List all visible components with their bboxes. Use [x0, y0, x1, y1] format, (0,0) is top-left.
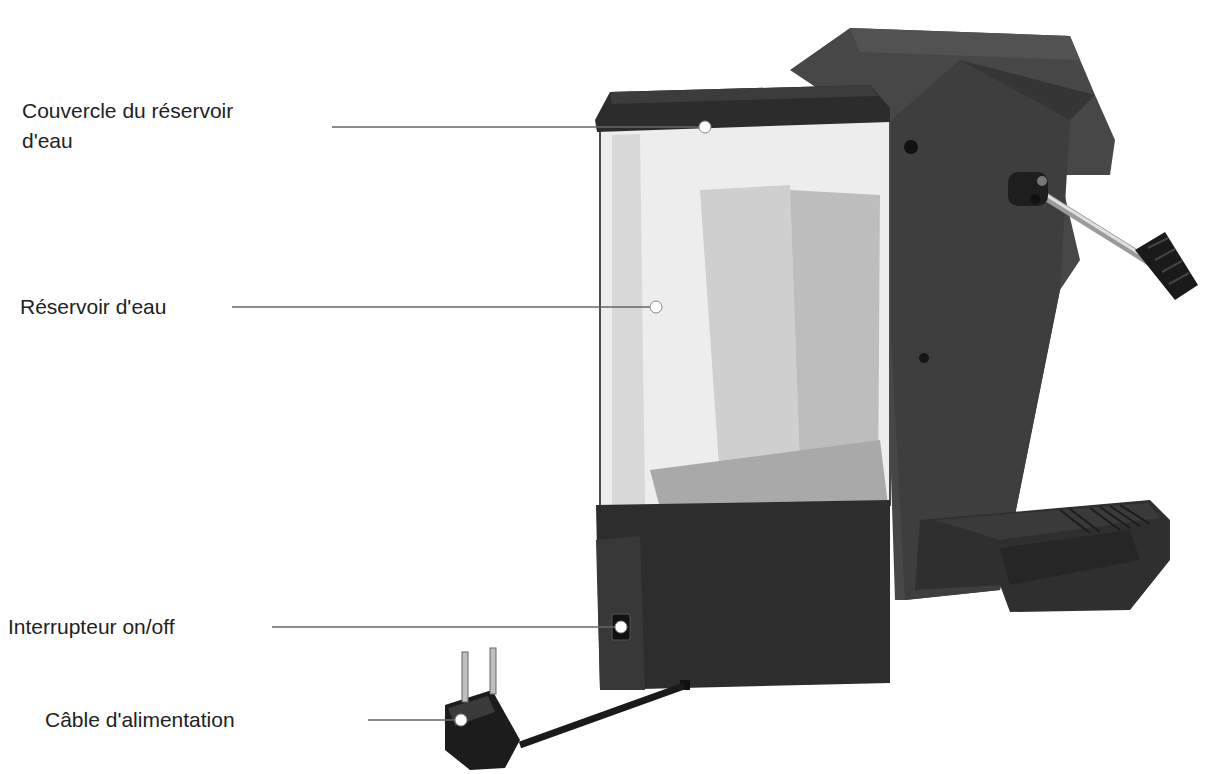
wand-pipe [1035, 190, 1150, 262]
leader-line [368, 719, 456, 721]
power-cable [445, 648, 690, 770]
power-switch [612, 614, 630, 640]
body-top [850, 28, 1080, 60]
tank-inner [700, 185, 800, 480]
leader-dot [615, 621, 627, 633]
body-hole [904, 140, 918, 154]
wand-screw [1037, 176, 1047, 186]
tray-base [915, 500, 1170, 612]
tank-bottom [650, 440, 888, 508]
tank-base-side [596, 536, 645, 690]
water-tank [595, 85, 890, 690]
leader-line [332, 126, 700, 128]
leader-line [272, 626, 616, 628]
tank-lid-top [610, 85, 878, 104]
drip-tray [915, 500, 1170, 612]
leader-line [232, 306, 651, 308]
plug-pin [462, 652, 468, 702]
part-label: Câble d'alimentation [45, 705, 365, 735]
tray-front [1000, 530, 1140, 585]
plug-body [445, 690, 520, 770]
tray-slots [1060, 505, 1150, 533]
wand-highlight [1035, 188, 1150, 260]
leader-lines [232, 127, 700, 720]
body-hole [919, 353, 929, 363]
wand-knob [1008, 172, 1048, 206]
steam-wand [1008, 172, 1198, 300]
plug-face [448, 696, 495, 726]
tank-base [596, 500, 890, 690]
part-label: Interrupteur on/off [8, 612, 268, 642]
part-label: Couvercle du réservoir d'eau [22, 96, 252, 156]
leader-dot [650, 301, 662, 313]
tank-glass-side [612, 134, 645, 506]
wand-ribs [1148, 238, 1189, 284]
cable-wire [520, 686, 684, 745]
wand-tip [1135, 232, 1198, 300]
wand-screw [1030, 194, 1040, 204]
part-label: Réservoir d'eau [20, 292, 220, 322]
plug-pin [490, 648, 496, 694]
body-facet [960, 60, 1095, 120]
tank-glass [600, 118, 890, 510]
tank-lid [595, 85, 890, 132]
leader-dot [455, 714, 467, 726]
leader-dot [699, 121, 711, 133]
